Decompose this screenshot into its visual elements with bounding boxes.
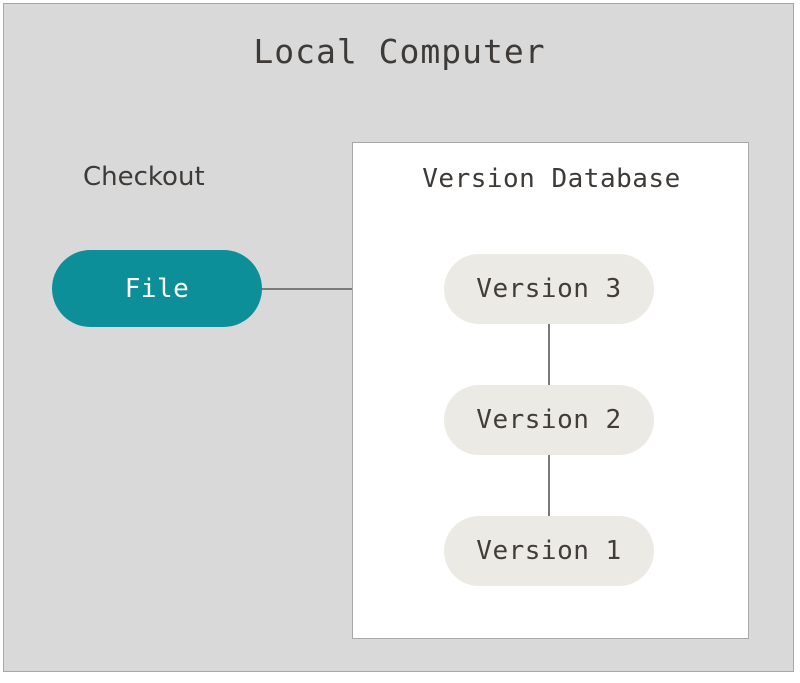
node-file-label: File — [124, 273, 190, 304]
node-version-2-label: Version 2 — [476, 405, 622, 435]
node-file[interactable]: File — [52, 250, 262, 327]
version-database-title: Version Database — [422, 164, 681, 194]
node-version-1[interactable]: Version 1 — [444, 516, 654, 586]
diagram-canvas: Local Computer Checkout File Version Dat… — [3, 3, 794, 672]
node-version-2[interactable]: Version 2 — [444, 385, 654, 455]
diagram-title: Local Computer — [253, 32, 546, 71]
checkout-label: Checkout — [83, 162, 205, 192]
edge-version-3-to-version-2 — [548, 322, 550, 386]
edge-version-2-to-version-1 — [548, 452, 550, 518]
node-version-3[interactable]: Version 3 — [444, 254, 654, 324]
node-version-1-label: Version 1 — [476, 536, 622, 566]
node-version-3-label: Version 3 — [476, 274, 622, 304]
